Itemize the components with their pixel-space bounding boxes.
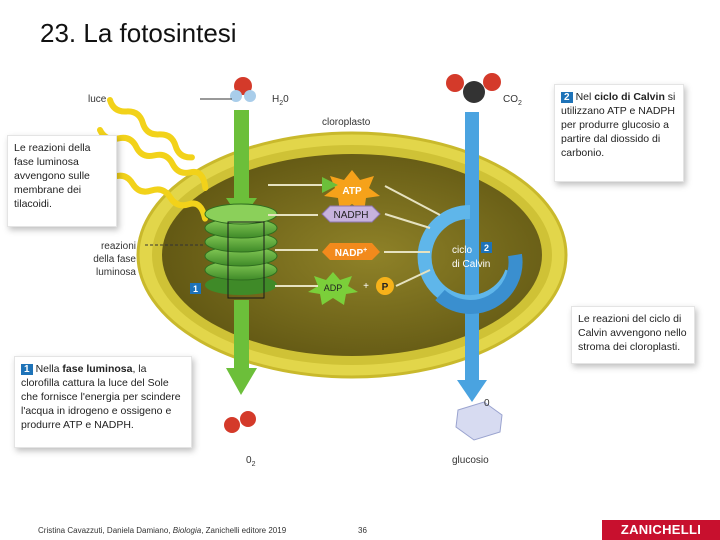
nadph-label: NADPH	[333, 210, 368, 221]
water-arrow-shaft	[234, 110, 249, 200]
badge-2-cycle	[481, 242, 492, 253]
co2-molecule	[446, 73, 501, 103]
label-glucose-o: 0	[484, 398, 490, 409]
badge-1-thylakoid	[190, 283, 201, 294]
atp-label: ATP	[342, 186, 362, 197]
note-stroma: Le reazioni del ciclo di Calvin avvengon…	[571, 306, 695, 364]
label-luce: luce	[88, 94, 107, 105]
label-glucosio: glucosio	[452, 455, 489, 466]
label-cloroplasto: cloroplasto	[322, 117, 371, 128]
label-co2: CO2	[503, 94, 522, 107]
nadp-superscript: +	[363, 247, 367, 254]
adp-star	[308, 272, 358, 305]
thylakoid-stack	[204, 203, 278, 299]
footer: Cristina Cavazzuti, Daniela Damiano, Bio…	[0, 520, 720, 540]
plus-label: +	[363, 281, 369, 292]
label-reazioni-fase-luminosa: reazioni della fase luminosa	[93, 241, 136, 278]
page-number: 36	[358, 526, 367, 535]
oxygen-molecule	[224, 411, 256, 433]
adp-label: ADP	[324, 283, 343, 293]
label-h2o: H20	[272, 94, 289, 107]
nadp-label: NADP	[335, 248, 364, 259]
svg-text:1: 1	[193, 284, 198, 294]
publisher-logo: ZANICHELLI	[602, 520, 720, 540]
phosphate-circle	[376, 277, 394, 295]
oxygen-arrow-shaft	[234, 300, 249, 370]
svg-text:NADP+: NADP+	[335, 247, 367, 259]
nadph-shape	[321, 205, 381, 223]
phosphate-label: P	[382, 282, 389, 293]
nadp-shape	[322, 243, 380, 260]
calvin-label-line2: di Calvin	[452, 259, 490, 270]
photosynthesis-diagram: ATP NADPH NADP+ ADP + P ciclo di Calvin …	[92, 73, 568, 441]
calvin-label-line1: ciclo	[452, 245, 472, 256]
footer-credits: Cristina Cavazzuti, Daniela Damiano, Bio…	[38, 526, 287, 535]
calvin-cycle-ring	[417, 204, 523, 314]
glucose-hexagon	[455, 401, 503, 441]
flow-arrows	[268, 177, 441, 287]
co2-arrow-shaft	[465, 112, 479, 382]
svg-text:2: 2	[484, 243, 489, 253]
label-o2: 02	[246, 455, 256, 468]
atp-star	[324, 170, 380, 212]
page-title: 23. La fotosintesi	[40, 18, 237, 48]
water-molecule	[230, 77, 256, 102]
note-fase-luminosa-tilacoidi: Le reazioni della fase luminosa avvengon…	[7, 135, 117, 227]
